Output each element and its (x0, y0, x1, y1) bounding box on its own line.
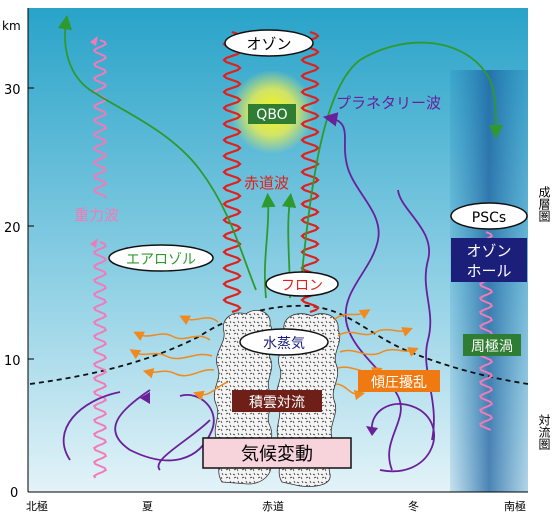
planetary-wave-label: プラネタリー波 (336, 94, 441, 112)
qbo-box (248, 104, 296, 124)
x-label-north-pole: 北極 (26, 499, 48, 513)
gravity-arrow-top (90, 36, 98, 46)
freon-label: フロン (281, 278, 323, 294)
y-axis-ticks (28, 87, 34, 360)
baroclinic-box (358, 370, 440, 392)
x-label-winter: 冬 (408, 499, 419, 513)
water-vapor-label: 水蒸気 (263, 336, 305, 352)
troposphere-label: 対流圏 (537, 414, 551, 451)
aerosol-badge (108, 244, 214, 272)
polar-vortex-box (463, 334, 521, 356)
climate-change-label: 気候変動 (241, 444, 313, 465)
y-tick-30: 30 (4, 83, 21, 98)
y-tick-10: 10 (4, 354, 21, 369)
x-label-south-pole: 南極 (504, 499, 526, 513)
psc-badge (450, 202, 528, 230)
tropopause-line (29, 304, 529, 385)
aerosol-label: エアロゾル (126, 252, 196, 268)
baroclinic-label: 傾圧擾乱 (371, 374, 427, 391)
planetary-arrow-right (366, 426, 378, 436)
ozone-hole-box (451, 238, 527, 282)
qbo-label: QBO (256, 107, 287, 123)
y-axis-unit: km (2, 19, 21, 33)
ozone-badge (224, 29, 314, 57)
equatorial-wave-label: 赤道波 (244, 174, 289, 192)
climate-change-box (202, 437, 352, 469)
x-label-equator: 赤道 (262, 499, 284, 513)
ozone-label: オゾン (246, 35, 291, 53)
turbulence-arrows (129, 309, 419, 401)
equatorial-waves (222, 30, 320, 314)
freon-badge (265, 271, 339, 297)
y-tick-0: 0 (10, 486, 18, 501)
ozone-hole-line2: ホール (466, 262, 511, 280)
psc-label: PSCs (472, 210, 506, 226)
ozone-hole-line1: オゾン (466, 242, 511, 260)
planetary-arrow-left (140, 392, 150, 404)
x-label-summer: 夏 (142, 500, 153, 513)
stratosphere-label: 成層圏 (537, 186, 551, 223)
gravity-arrow-bottom (90, 238, 98, 248)
y-tick-20: 20 (4, 221, 21, 236)
aerosol-arrows (57, 14, 504, 299)
gravity-wave-label: 重力波 (74, 206, 119, 224)
cumulus-box (232, 390, 322, 412)
polar-vortex-label: 周極渦 (471, 339, 513, 355)
cumulus-label: 積雲対流 (249, 395, 305, 411)
water-vapor-badge (239, 328, 329, 356)
